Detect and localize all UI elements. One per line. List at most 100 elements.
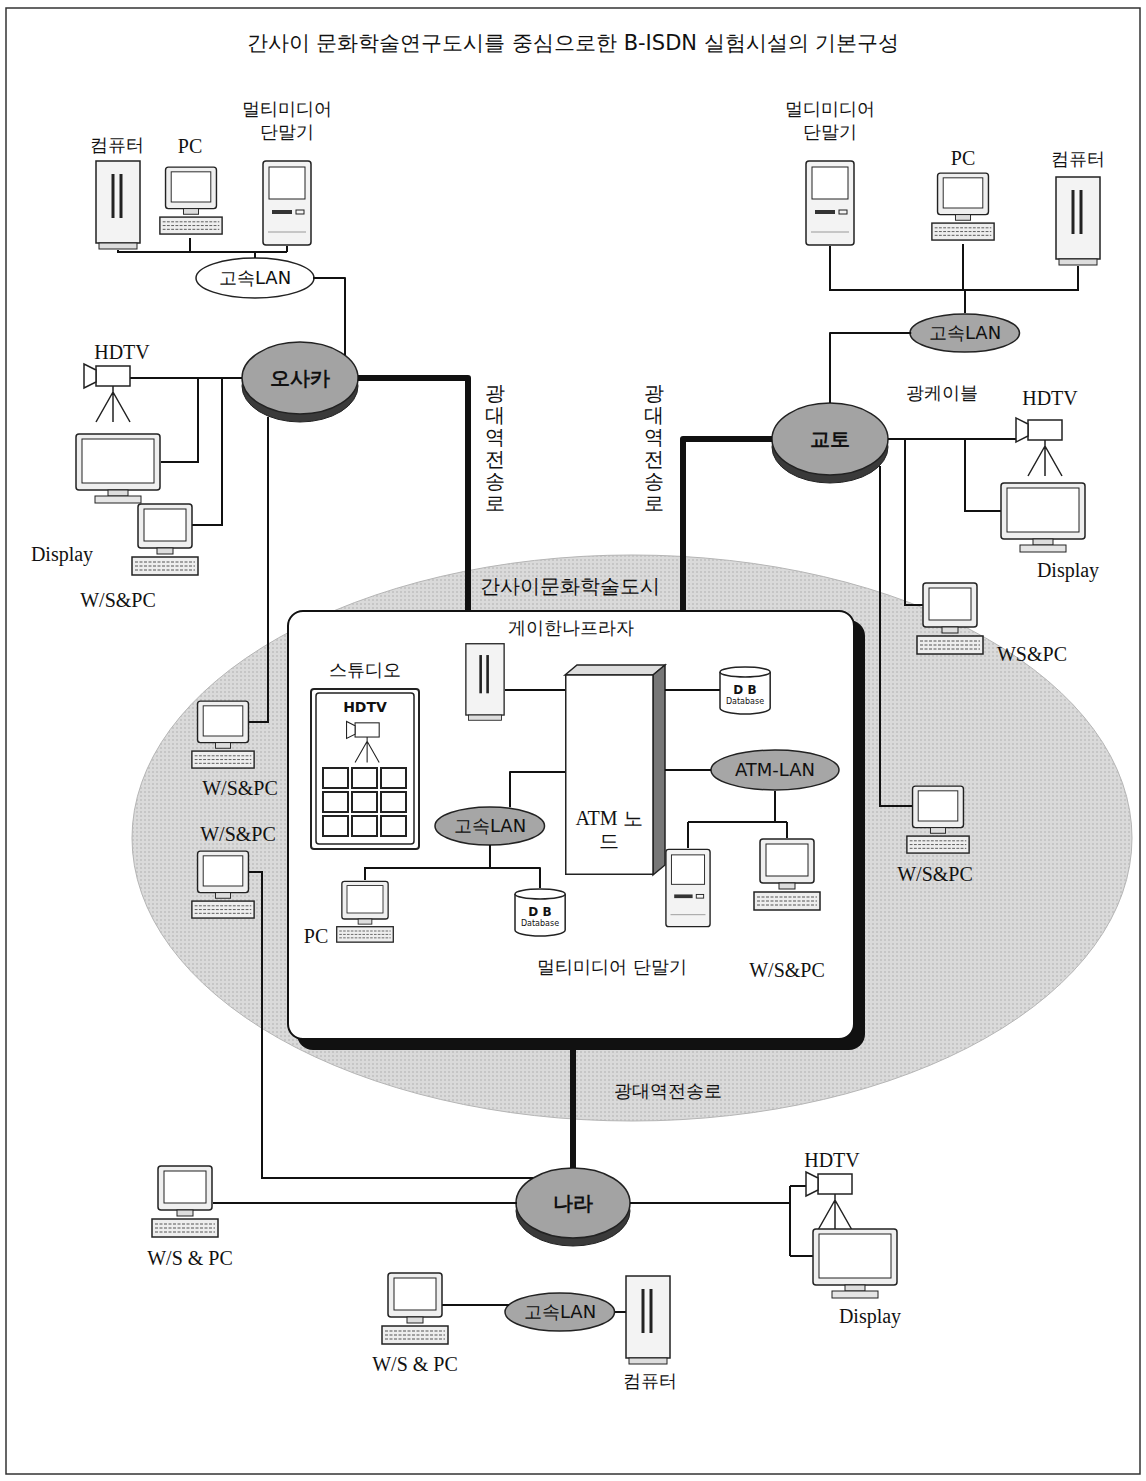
city-disk-text: 나라 <box>553 1192 593 1215</box>
equipment-label: 컴퓨터 <box>90 134 144 157</box>
edge-label-wrap: 광대역 전송로 <box>480 382 510 514</box>
lan-ellipse-text: 고속LAN <box>219 268 291 289</box>
equipment-label: 광케이블 <box>906 382 978 405</box>
equipment-label: W/S & PC <box>147 1246 233 1271</box>
lan-ellipse: 고속LAN <box>434 806 546 846</box>
database-cylinder-text: D B <box>733 684 756 698</box>
connector <box>830 333 911 403</box>
equipment-icons <box>76 161 1100 1364</box>
database-cylinder-text: Database <box>726 697 764 706</box>
region-fill <box>132 555 1132 1121</box>
label-wrap: Display <box>918 558 1146 583</box>
city-disk: 나라 <box>514 1164 632 1250</box>
equipment-label: HDTV <box>94 340 150 365</box>
equipment-label: Display <box>839 1304 901 1329</box>
city-disk-text: 오사카 <box>270 367 330 390</box>
equipment-label: 멀티미디어 단말기 <box>537 956 687 979</box>
equipment-label: W/S & PC <box>372 1352 458 1377</box>
label-wrap: 멀티미디어 단말기 <box>462 956 762 979</box>
equipment-label: HDTV <box>804 1148 860 1173</box>
equipment-label: 컴퓨터 <box>623 1370 677 1393</box>
label-wrap: W/S&PC <box>785 862 1085 887</box>
equipment-label: Display <box>1037 558 1099 583</box>
box-front <box>566 675 653 874</box>
connector <box>665 769 711 771</box>
label-wrap: W/S & PC <box>265 1352 565 1377</box>
label-wrap: 컴퓨터 <box>0 134 267 157</box>
box-side <box>653 665 665 875</box>
lan-outline <box>910 314 1020 352</box>
equipment-label: PC <box>178 134 202 159</box>
disk-top <box>242 342 358 414</box>
equipment-label: W/S&PC <box>200 822 276 847</box>
equipment-label: W/S&PC <box>202 776 278 801</box>
lan-ellipse-text: 고속LAN <box>929 323 1001 344</box>
equipment-label: PC <box>304 924 328 949</box>
database-cylinder: D BDatabase <box>719 666 771 714</box>
city-disk: 교토 <box>770 399 890 487</box>
label-wrap: 컴퓨터 <box>500 1370 800 1393</box>
broadband-line <box>358 378 468 610</box>
lan-ellipse: 고속LAN <box>195 257 315 299</box>
edge-label-wrap: 광대역전송로 <box>518 1080 818 1103</box>
equipment-label: W/S&PC <box>749 958 825 983</box>
disk-top <box>516 1168 630 1238</box>
connector <box>510 772 565 807</box>
city-disk-text: 교토 <box>810 428 850 451</box>
region-ellipse-text: 간사이문화학술도시 <box>480 575 660 598</box>
label-wrap: W/S&PC <box>0 588 268 613</box>
broadband-line <box>570 1040 576 1168</box>
label-wrap: W/S&PC <box>90 776 390 801</box>
diagram-title: 간사이 문화학술연구도시를 중심으로한 B-ISDN 실험시설의 기본구성 <box>247 30 900 56</box>
atm-node-box-text: ATM 노드 <box>574 807 644 853</box>
equipment-label: PC <box>951 146 975 171</box>
edge-label: 광대역 전송로 <box>485 382 505 514</box>
label-wrap: 멀티미디어 단말기 <box>232 98 342 143</box>
equipment-label: 멀티미디어 단말기 <box>232 98 342 143</box>
equipment-label: 컴퓨터 <box>1051 148 1105 171</box>
equipment-label: HDTV <box>1022 386 1078 411</box>
lan-outline <box>196 258 314 298</box>
label-wrap: Display <box>0 542 212 567</box>
box-top <box>565 665 665 675</box>
lan-ellipse: 고속LAN <box>504 1292 616 1332</box>
label-wrap: PC <box>166 924 466 949</box>
edge-label-wrap: 광대역 전송로 <box>639 382 669 514</box>
broadband-line <box>683 439 772 610</box>
page-frame <box>6 8 1140 1474</box>
atm-node-box: ATM 노드 <box>565 665 665 875</box>
lan-ellipse-text: 고속LAN <box>454 816 526 837</box>
title-wrap: 간사이 문화학술연구도시를 중심으로한 B-ISDN 실험시설의 기본구성 <box>0 30 1146 56</box>
label-wrap: WS&PC <box>882 642 1146 667</box>
lan-outline <box>711 750 839 790</box>
studio-box-text: 스튜디오 <box>329 660 401 681</box>
label-wrap: Display <box>720 1304 1020 1329</box>
equipment-label: Display <box>31 542 93 567</box>
label-wrap: W/S & PC <box>40 1246 340 1271</box>
equipment-label: W/S&PC <box>80 588 156 613</box>
equipment-label: WS&PC <box>997 642 1067 667</box>
lan-outline <box>435 807 545 845</box>
equipment-label: 멀디미디어 단말기 <box>775 98 885 143</box>
database-cylinder-text: Database <box>521 919 559 928</box>
connector <box>665 689 720 691</box>
studio-illustration <box>316 693 414 844</box>
connector <box>490 845 540 888</box>
lan-ellipse: 고속LAN <box>909 313 1021 353</box>
studio-box-text: HDTV <box>343 699 387 715</box>
city-disk: 오사카 <box>240 338 360 426</box>
connector <box>313 278 345 355</box>
cylinder-body <box>515 894 565 936</box>
label-wrap: HDTV <box>682 1148 982 1173</box>
equipment-label: W/S&PC <box>897 862 973 887</box>
lan-ellipse-text: ATM-LAN <box>735 760 815 781</box>
cylinder-body <box>720 672 770 714</box>
plaza-box-text: 게이한나프라자 <box>508 618 634 639</box>
wires <box>118 238 1078 1312</box>
lan-outline <box>505 1293 615 1331</box>
database-cylinder-text: D B <box>528 906 551 920</box>
label-wrap: HDTV <box>0 340 272 365</box>
label-wrap: W/S&PC <box>88 822 388 847</box>
